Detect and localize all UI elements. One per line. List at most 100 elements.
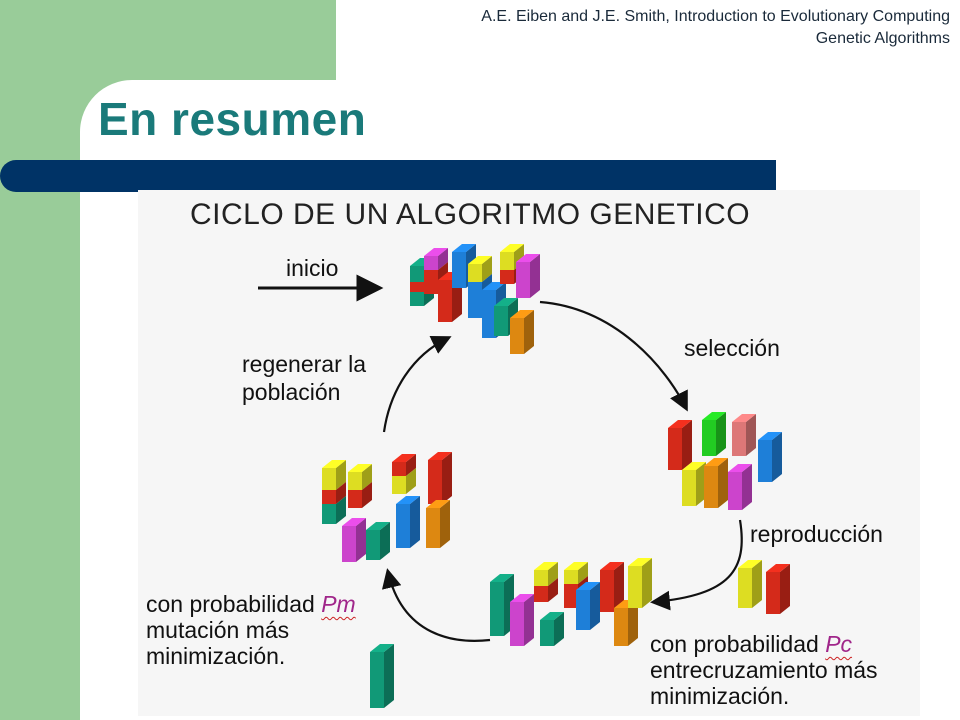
block-face	[758, 440, 772, 482]
block-face	[336, 482, 346, 504]
block-face	[366, 522, 390, 530]
block-face	[614, 562, 624, 612]
chromosome-block	[426, 500, 450, 548]
block-face	[424, 270, 438, 294]
block-face	[780, 564, 790, 614]
label-mutation-3: minimización.	[146, 643, 286, 669]
block-face	[600, 570, 614, 612]
block-face	[564, 562, 588, 570]
block-face	[600, 562, 624, 570]
block-face	[534, 586, 548, 602]
header-credit: A.E. Eiben and J.E. Smith, Introduction …	[481, 6, 950, 50]
block-face	[410, 496, 420, 548]
block-face	[468, 282, 482, 318]
block-face	[370, 652, 384, 708]
mutation-prob-symbol: Pm	[321, 591, 356, 617]
block-face	[322, 504, 336, 524]
block-face	[490, 582, 504, 636]
block-face	[540, 620, 554, 646]
block-face	[738, 568, 752, 608]
block-face	[614, 608, 628, 646]
label-reproduction: reproducción	[750, 521, 883, 547]
block-face	[534, 570, 548, 586]
chromosome-block	[766, 564, 790, 614]
credit-line-1: A.E. Eiben and J.E. Smith, Introduction …	[481, 8, 950, 25]
chromosome-block	[614, 600, 638, 646]
block-face	[752, 560, 762, 608]
block-face	[500, 252, 514, 270]
block-face	[392, 462, 406, 476]
block-face	[410, 282, 424, 292]
block-face	[516, 262, 530, 298]
block-face	[516, 254, 540, 262]
chromosome-block	[738, 560, 762, 608]
block-face	[554, 612, 564, 646]
label-mutation-2: mutación más	[146, 617, 290, 643]
block-face	[442, 452, 452, 504]
chromosome-block	[428, 452, 452, 504]
block-face	[370, 644, 394, 652]
label-regenerate-2: población	[242, 379, 341, 405]
label-start: inicio	[286, 255, 339, 281]
block-face	[392, 476, 406, 494]
block-face	[342, 518, 366, 526]
block-face	[628, 600, 638, 646]
block-face	[510, 594, 534, 602]
block-face	[356, 518, 366, 562]
block-face	[428, 460, 442, 504]
block-face	[392, 454, 416, 462]
block-face	[682, 470, 696, 506]
block-face	[718, 458, 728, 508]
arrow-to-selection	[539, 300, 688, 412]
block-face	[732, 414, 756, 422]
block-face	[548, 578, 558, 602]
block-face	[704, 466, 718, 508]
chromosome-block	[704, 458, 728, 508]
block-face	[510, 310, 534, 318]
block-face	[564, 584, 578, 608]
arrow-to-regenerate	[382, 336, 452, 433]
block-face	[530, 254, 540, 298]
diagram-graphics	[258, 244, 790, 708]
block-face	[410, 266, 424, 282]
block-face	[578, 562, 588, 584]
block-face	[682, 462, 706, 470]
block-face	[490, 574, 514, 582]
block-face	[426, 500, 450, 508]
chromosome-block	[534, 562, 558, 602]
chromosome-block	[682, 462, 706, 506]
block-face	[704, 458, 728, 466]
block-face	[348, 472, 362, 490]
block-face	[384, 644, 394, 708]
block-face	[696, 462, 706, 506]
block-face	[406, 454, 416, 476]
block-face	[682, 420, 692, 470]
credit-line-2: Genetic Algorithms	[815, 30, 950, 47]
block-face	[362, 482, 372, 508]
chromosome-block	[668, 420, 692, 470]
block-face	[482, 256, 492, 282]
arrow-to-crossover	[650, 519, 743, 611]
block-face	[348, 464, 372, 472]
chromosome-block	[322, 460, 346, 524]
block-face	[348, 490, 362, 508]
block-face	[510, 602, 524, 646]
block-face	[500, 244, 524, 252]
block-face	[438, 280, 452, 322]
block-face	[534, 562, 558, 570]
block-face	[494, 306, 508, 336]
block-face	[668, 428, 682, 470]
block-face	[424, 248, 448, 256]
block-face	[628, 558, 652, 566]
diagram-title: CICLO DE UN ALGORITMO GENETICO	[190, 198, 751, 231]
chromosome-block	[702, 412, 726, 456]
block-face	[642, 558, 652, 608]
block-face	[440, 500, 450, 548]
block-face	[576, 582, 600, 590]
block-face	[576, 590, 590, 630]
block-face	[758, 432, 782, 440]
block-face	[396, 504, 410, 548]
block-face	[380, 522, 390, 560]
block-face	[524, 310, 534, 354]
block-face	[406, 468, 416, 494]
